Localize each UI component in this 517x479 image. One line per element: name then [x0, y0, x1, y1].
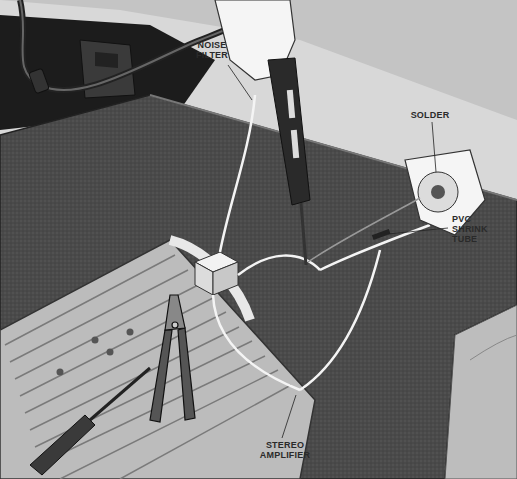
- bumper: [445, 305, 517, 479]
- screws: [57, 329, 134, 376]
- pliers: [150, 295, 195, 422]
- part-label: SOLDER: [405, 110, 455, 120]
- ribbon-cable: [170, 240, 250, 320]
- part-label: NOISE FILTER: [190, 40, 234, 60]
- battery-detail: [95, 52, 118, 68]
- wires: [213, 95, 430, 390]
- cable-connector: [29, 68, 50, 93]
- shrink-tube: [372, 229, 391, 240]
- part-label: STEREO AMPLIFIER: [250, 440, 320, 460]
- noise-filter-box: [195, 252, 238, 295]
- carpet-panel: [0, 95, 517, 479]
- part-label: PVC SHRINK TUBE: [452, 214, 498, 244]
- screwdriver: [30, 368, 150, 475]
- leader-lines: [228, 65, 448, 438]
- hand-solder-spool: [308, 150, 485, 262]
- amplifier-fins: [5, 255, 291, 479]
- bumper-line: [470, 335, 517, 360]
- hand-soldering-iron: [215, 0, 310, 265]
